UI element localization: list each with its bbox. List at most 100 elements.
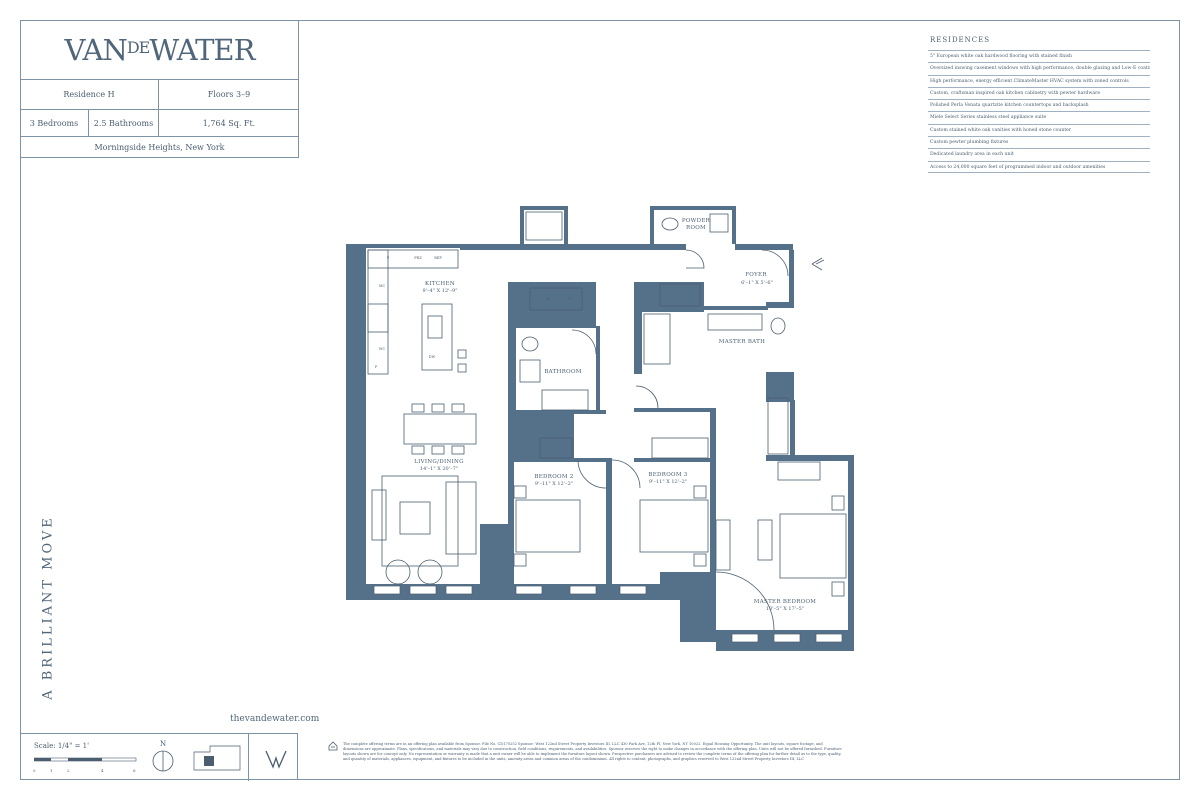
powder-room-label: POWDER ROOM xyxy=(681,218,711,231)
logo-text-b: DE xyxy=(126,38,150,57)
desk xyxy=(777,461,821,481)
residence-name: Residence H xyxy=(20,80,159,109)
window xyxy=(445,585,473,595)
chair xyxy=(451,445,465,455)
compass-label: N xyxy=(160,740,167,748)
compass-icon xyxy=(152,750,174,772)
kitchen-upper xyxy=(367,249,459,269)
bathroom-label: BATHROOM xyxy=(544,369,582,375)
living-label: LIVING/DINING xyxy=(414,459,464,465)
stool xyxy=(457,363,467,373)
scale-bar xyxy=(34,757,137,762)
living-dims: 14'–1" X 20'–7" xyxy=(419,466,459,472)
powder-left xyxy=(650,206,654,244)
master-closet xyxy=(659,283,701,307)
master-bed xyxy=(779,513,847,579)
window xyxy=(815,633,843,643)
wall-bath-west xyxy=(508,326,516,460)
wall-west xyxy=(346,246,366,600)
chair xyxy=(431,445,445,455)
window xyxy=(409,585,437,595)
entry-door xyxy=(685,249,705,269)
dryer-label: D xyxy=(568,296,572,301)
wall-column xyxy=(766,372,794,402)
armchair xyxy=(385,559,411,585)
furniture xyxy=(367,211,847,631)
dining-table xyxy=(403,413,477,445)
kitchen-sink xyxy=(427,315,443,339)
wall-bath-block xyxy=(508,282,596,328)
scale-tick: 4 xyxy=(101,768,104,773)
feature-item: Dedicated laundry area in each unit xyxy=(928,148,1150,160)
foyer-door xyxy=(761,249,789,277)
nightstand xyxy=(513,485,527,499)
feature-item: High performance, energy efficient Clima… xyxy=(928,74,1150,87)
balcony-1-right xyxy=(564,206,568,244)
powder-top xyxy=(650,206,736,210)
wall-foyer-south xyxy=(766,302,794,308)
page-frame xyxy=(20,20,1180,780)
kitchen-counter xyxy=(367,249,389,375)
logo-text-a: VAN xyxy=(64,33,128,67)
wall-north-foyer xyxy=(735,244,793,250)
title-block: VANDEWATER Residence H Floors 3–9 3 Bedr… xyxy=(20,20,299,158)
chair xyxy=(411,445,425,455)
feature-item: Custom stained white oak vanities with h… xyxy=(928,123,1150,136)
window xyxy=(773,633,801,643)
bed-3 xyxy=(639,499,709,553)
wall-north-kitchen xyxy=(346,244,460,248)
feature-item: Custom, craftsman inspired oak kitchen c… xyxy=(928,86,1150,99)
master-bath-label: MASTER BATH xyxy=(718,339,766,345)
bath-door xyxy=(635,385,659,409)
wall-mbath-top xyxy=(634,282,704,312)
dishwasher-label: DW xyxy=(428,355,436,359)
chair xyxy=(451,403,465,413)
nightstand xyxy=(693,553,707,567)
balcony-1-left xyxy=(520,206,524,244)
toilet xyxy=(521,336,539,352)
closet-b3 xyxy=(651,437,709,459)
windows xyxy=(373,585,843,643)
feature-item: Access to 24,000 square feet of programm… xyxy=(928,160,1150,173)
master-tub xyxy=(643,313,671,365)
bedroom-count: 3 Bedrooms xyxy=(20,110,89,136)
chair xyxy=(411,403,425,413)
fridge-label: REF xyxy=(434,256,442,260)
bedroom2-label: BEDROOM 2 xyxy=(534,474,574,480)
feature-item: 5" European white oak hardwood flooring … xyxy=(928,50,1150,62)
bedroom2-dims: 9'–11" X 12'–2" xyxy=(534,481,574,487)
feature-item: Polished Perla Venata quartzite kitchen … xyxy=(928,99,1150,111)
feature-item: Miele Select Series stainless steel appl… xyxy=(928,111,1150,123)
wall-b3-east xyxy=(710,408,716,572)
location: Morningside Heights, New York xyxy=(94,143,225,152)
wall-closet-b2 xyxy=(508,410,574,460)
washer-label: W xyxy=(545,296,551,301)
freezer-label: FRZ xyxy=(414,256,422,260)
brand-logo: VANDEWATER xyxy=(20,20,299,80)
features-list: 5" European white oak hardwood flooring … xyxy=(928,50,1150,173)
scale-tick: 6 xyxy=(133,768,136,773)
window xyxy=(569,585,597,595)
equal-housing-icon xyxy=(328,741,338,751)
website-link[interactable]: thevandewater.com xyxy=(230,714,320,724)
scale-label: Scale: 1/4" = 1' xyxy=(34,742,90,750)
wall-part-b xyxy=(570,410,606,414)
cooktop xyxy=(367,303,389,333)
bath-vanity xyxy=(519,359,541,383)
footer-divider xyxy=(248,734,249,781)
foyer-label: FOYER xyxy=(745,272,767,278)
title-row-1: Residence H Floors 3–9 xyxy=(20,80,299,110)
wall-east-master xyxy=(848,455,854,651)
powder-toilet xyxy=(661,217,679,231)
stool xyxy=(457,349,467,359)
console xyxy=(371,489,387,541)
scale-tick: 2 xyxy=(67,768,70,773)
microwave-label: MC xyxy=(378,284,386,288)
bathtub xyxy=(541,389,589,411)
bathroom-door xyxy=(571,329,597,355)
kitchen-dims: 9'–4" X 12'–9" xyxy=(422,288,458,294)
wall-part-c xyxy=(634,408,714,412)
closet-shelves xyxy=(767,397,789,455)
kitchen-island xyxy=(421,303,453,371)
